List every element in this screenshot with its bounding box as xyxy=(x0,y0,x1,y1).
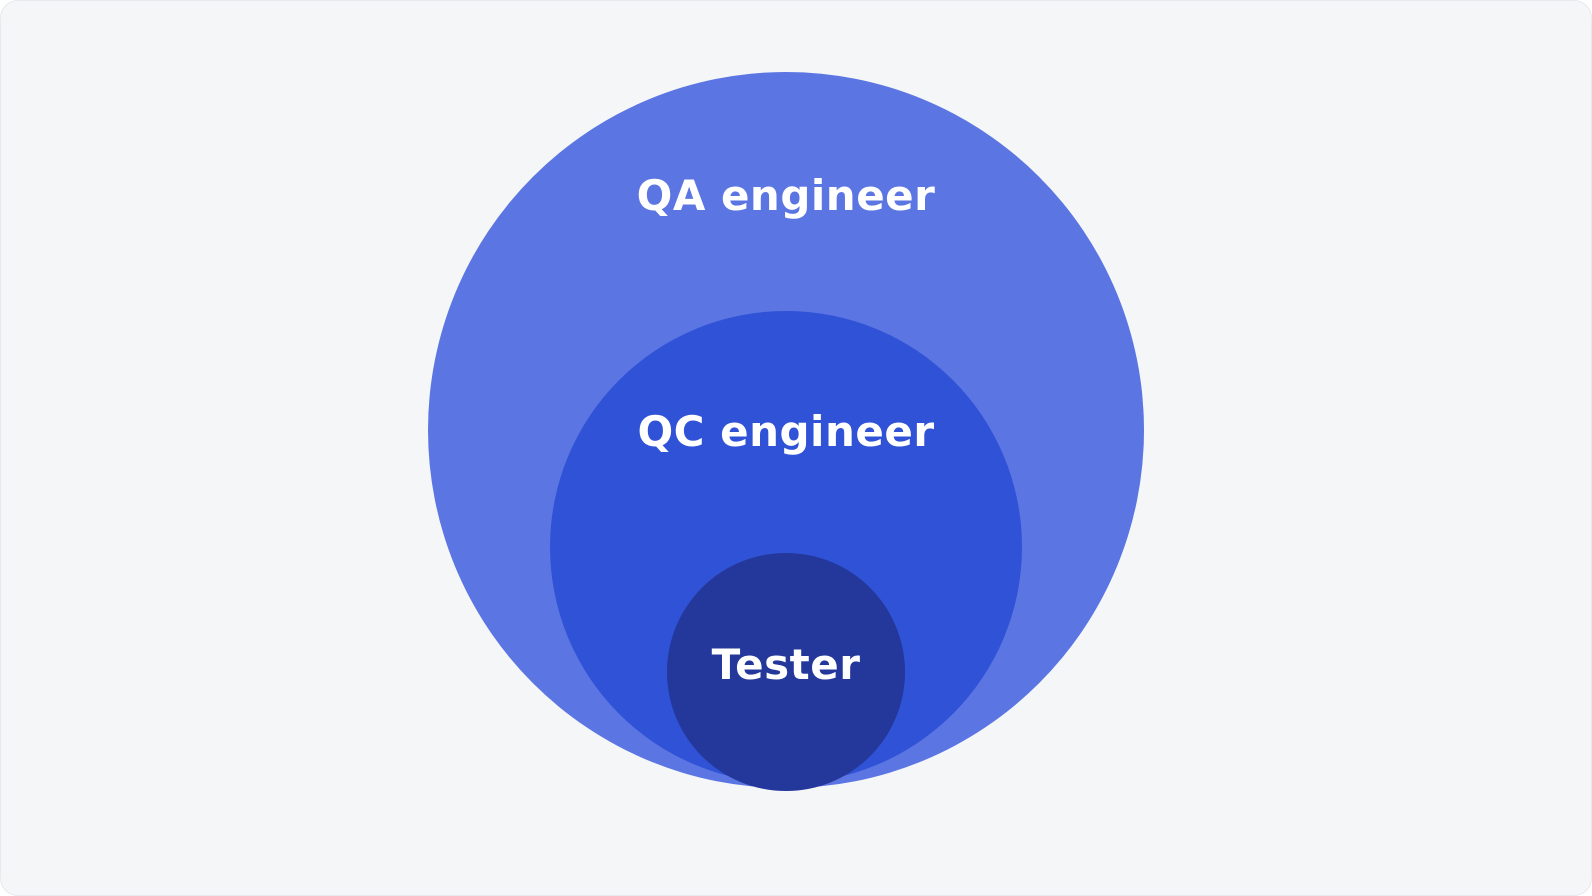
circle-tester xyxy=(667,553,905,791)
label-qc-engineer: QC engineer xyxy=(637,407,935,456)
label-qa-engineer: QA engineer xyxy=(636,171,936,220)
label-tester: Tester xyxy=(711,640,861,689)
